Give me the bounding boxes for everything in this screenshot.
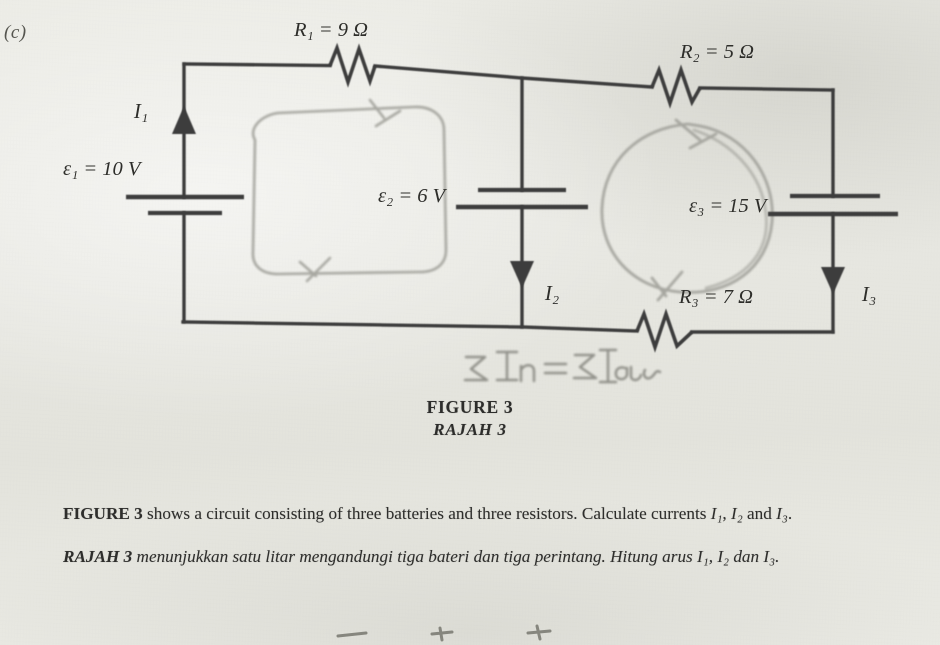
right-mesh-loop-trace2-icon <box>692 128 768 290</box>
question-en-figure-ref: FIGURE 3 <box>63 504 143 523</box>
part-label: (c) <box>4 22 27 43</box>
question-en-end: . <box>787 504 793 523</box>
question-text: FIGURE 3 shows a circuit consisting of t… <box>63 500 913 572</box>
wire-top-mid <box>373 64 524 80</box>
label-current-i1: I₁ <box>133 99 148 123</box>
label-current-i2: I₂ <box>544 281 559 305</box>
left-mesh-loop-arrowhead-top-icon <box>368 98 386 120</box>
left-mesh-loop-arrowhead-top2-icon <box>374 109 402 128</box>
question-ms-sep2: dan <box>729 546 764 566</box>
equals-glyph-icon <box>543 362 568 375</box>
question-ms-i3: I₃ <box>763 546 776 566</box>
circuit-diagram: R₁ = 9 Ω R₂ = 5 Ω R₃ = 7 Ω ε₁ = 10 V ε₂ … <box>63 19 898 384</box>
n-glyph-icon <box>519 364 536 383</box>
label-r3: R₃ = 7 Ω <box>678 286 753 308</box>
right-mesh-loop-icon <box>600 122 774 294</box>
question-ms-body: menunjukkan satu litar mengandungi tiga … <box>132 546 698 566</box>
current-i1-arrow-icon <box>172 106 196 134</box>
wire-bottom-mid <box>520 325 639 333</box>
question-en-body: shows a circuit consisting of three batt… <box>142 504 711 523</box>
question-en-i1: I₁ <box>710 504 723 523</box>
question-ms-sep1: , <box>708 546 718 566</box>
right-mesh-loop-arrowhead-top-icon <box>674 118 702 142</box>
sigma-2-glyph-icon <box>572 353 598 380</box>
current-i3-arrow-icon <box>821 267 845 294</box>
left-mesh-loop-arrowhead-bottom2-icon <box>305 256 332 283</box>
question-ms-i1: I₁ <box>697 546 709 566</box>
bottom-mark-plus-2-icon <box>526 624 552 641</box>
label-emf3: ε₃ = 15 V <box>689 195 769 217</box>
pencil-loop-annotations <box>251 98 448 283</box>
figure-caption-ms: RAJAH 3 <box>433 420 507 440</box>
handwritten-equation <box>463 348 662 384</box>
bottom-mark-minus-icon <box>336 631 368 638</box>
label-r2: R₂ = 5 Ω <box>679 41 754 63</box>
label-r1: R₁ = 9 Ω <box>293 19 368 41</box>
pencil-loop-right <box>600 118 774 302</box>
wire-bottom-left <box>181 320 524 329</box>
question-ms-i2: I₂ <box>717 546 730 566</box>
current-arrows <box>172 106 845 294</box>
question-paragraph-ms: RAJAH 3 menunjukkan satu litar mengandun… <box>63 543 913 572</box>
i-glyph-2-icon <box>598 348 618 384</box>
sigma-1-glyph-icon <box>463 355 489 382</box>
wire-top-right-a <box>520 76 654 89</box>
question-paragraph-en: FIGURE 3 shows a circuit consisting of t… <box>63 500 913 529</box>
right-mesh-loop-arrowhead-top2-icon <box>688 132 718 150</box>
question-en-i3: I₃ <box>776 504 788 523</box>
figure-caption-en: FIGURE 3 <box>426 397 514 417</box>
figure-caption: FIGURE 3 RAJAH 3 <box>0 396 940 442</box>
resistor-r3-icon <box>635 308 694 353</box>
label-current-i3: I₃ <box>861 282 876 306</box>
batteries <box>126 187 898 217</box>
bottom-mark-plus-1-icon <box>430 626 454 642</box>
label-emf1: ε₁ = 10 V <box>63 158 143 180</box>
left-mesh-loop-icon <box>251 105 448 276</box>
i-glyph-icon <box>495 350 519 382</box>
right-mesh-loop-arrowhead-bottom2-icon <box>656 270 684 302</box>
question-ms-end: . <box>775 546 780 566</box>
label-emf2: ε₂ = 6 V <box>378 185 448 207</box>
wire-top-right-b <box>698 86 835 92</box>
question-en-sep2: and <box>742 504 777 523</box>
current-i2-arrow-icon <box>510 261 534 288</box>
question-en-i2: I₂ <box>731 504 743 523</box>
out-word-glyph-icon <box>614 365 662 382</box>
bottom-partial-handwriting <box>336 624 552 642</box>
resistors <box>328 42 702 353</box>
question-en-sep1: , <box>722 504 732 523</box>
question-ms-figure-ref: RAJAH 3 <box>63 546 133 566</box>
circuit-wires <box>181 62 835 334</box>
resistor-r2-icon <box>650 64 702 109</box>
circuit-labels: R₁ = 9 Ω R₂ = 5 Ω R₃ = 7 Ω ε₁ = 10 V ε₂ … <box>63 19 876 308</box>
wire-top-left <box>182 62 332 68</box>
resistor-r1-icon <box>328 42 377 88</box>
